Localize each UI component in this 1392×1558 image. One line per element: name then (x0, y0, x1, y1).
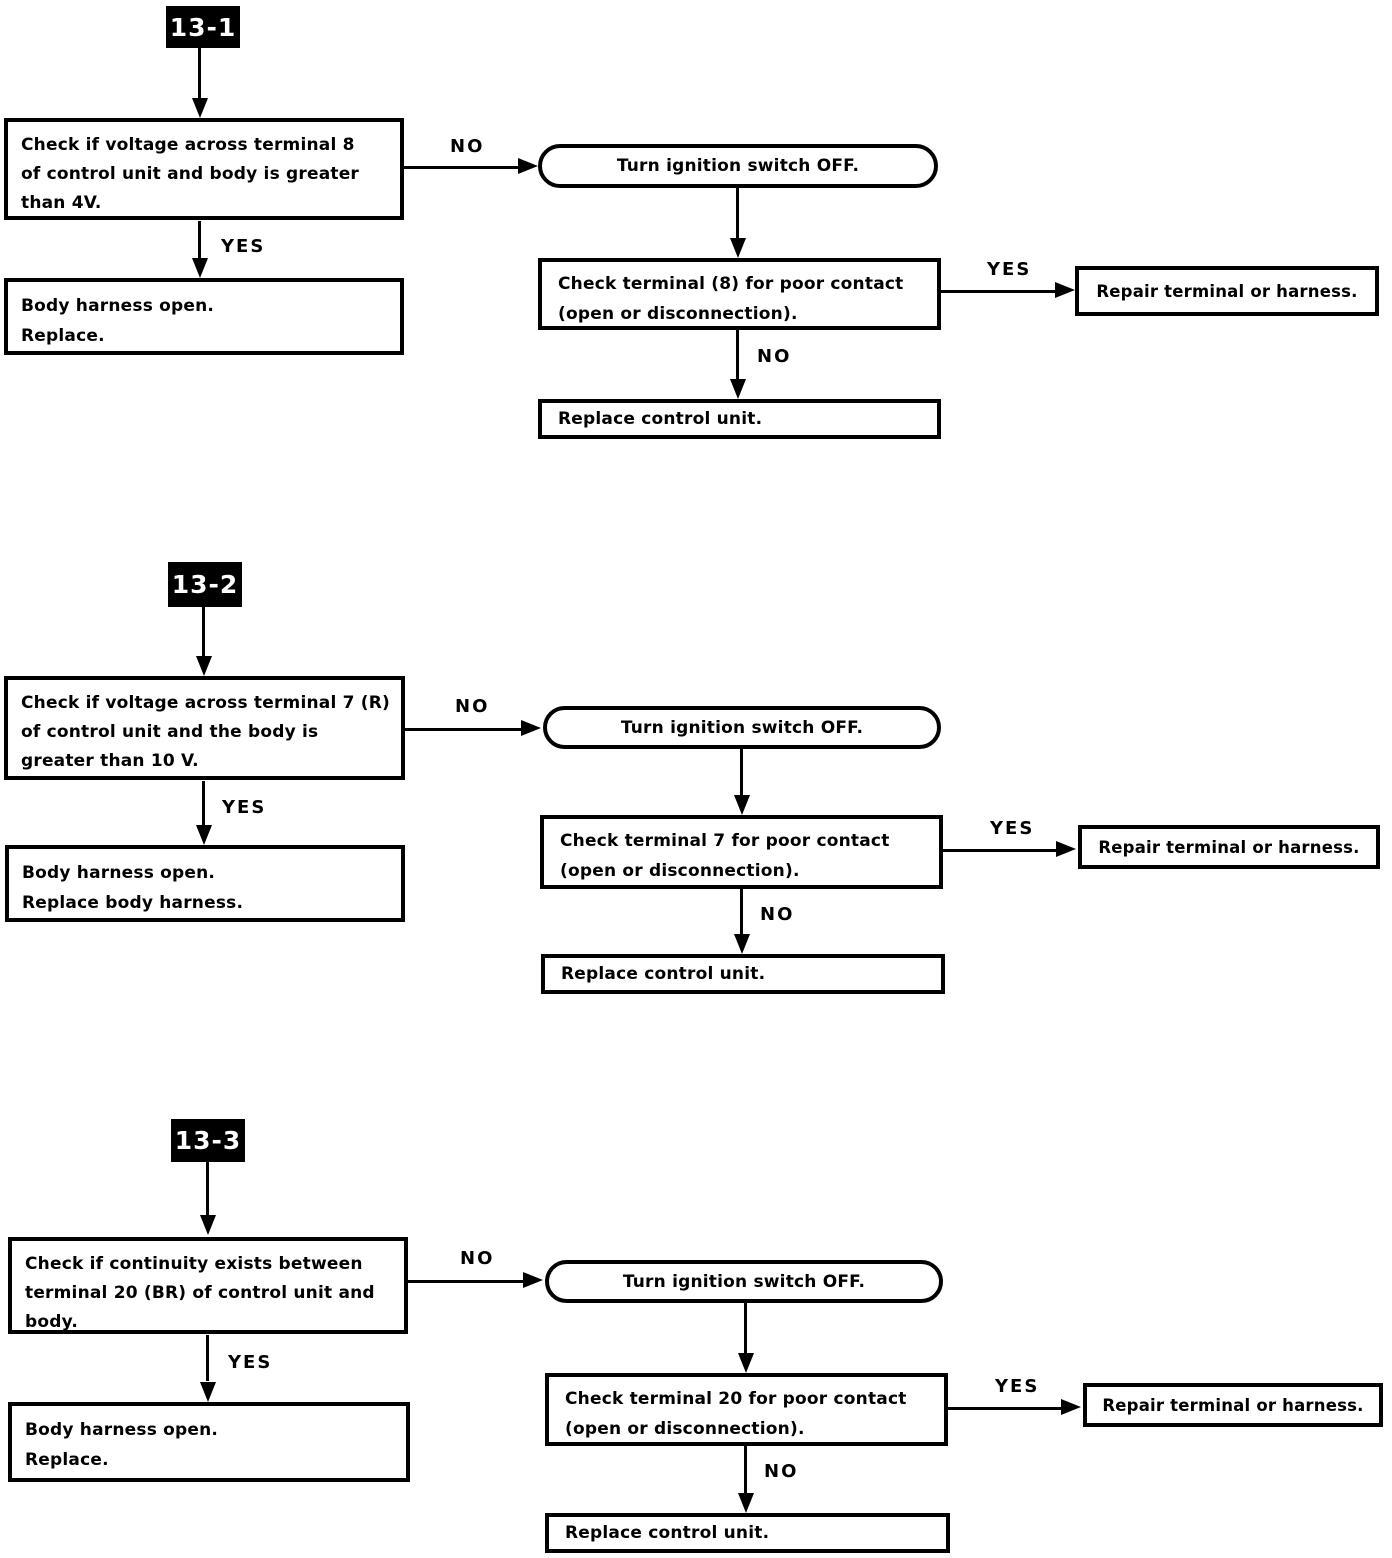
connector-line (948, 1407, 1063, 1410)
arrow-down-icon (200, 1382, 216, 1402)
check-box-line: Check if voltage across terminal 8 (21, 135, 355, 155)
check-box: Check if voltage across terminal 8 of co… (4, 118, 404, 220)
check-box-line: Check if voltage across terminal 7 (R) (21, 693, 390, 713)
connector-line (740, 749, 743, 795)
replace-box: Replace control unit. (538, 399, 941, 439)
result-box-line: Replace. (25, 1450, 109, 1470)
terminal-check-box: Check terminal (8) for poor contact (ope… (538, 258, 941, 330)
arrow-down-icon (738, 1353, 754, 1373)
repair-box: Repair terminal or harness. (1083, 1383, 1383, 1427)
repair-box: Repair terminal or harness. (1075, 266, 1379, 316)
result-box-line: Replace. (21, 326, 105, 346)
check-box: Check if continuity exists between termi… (8, 1237, 408, 1334)
terminal-check-line: (open or disconnection). (558, 304, 798, 324)
terminal-check-box: Check terminal 7 for poor contact (open … (540, 815, 943, 889)
connector-line (206, 1335, 209, 1381)
action-stadium: Turn ignition switch OFF. (545, 1260, 943, 1303)
arrow-down-icon (192, 98, 208, 118)
check-box-line: of control unit and the body is (21, 722, 319, 742)
connector-line (404, 166, 522, 169)
check-box-line: Check if continuity exists between (25, 1254, 363, 1274)
connector-line (744, 1303, 747, 1353)
section-label: 13-3 (171, 1119, 245, 1162)
result-box: Body harness open. Replace. (4, 278, 404, 355)
terminal-check-box: Check terminal 20 for poor contact (open… (545, 1373, 948, 1446)
connector-line (198, 48, 201, 100)
no-label: NO (757, 346, 792, 367)
connector-line (202, 607, 205, 657)
arrow-down-icon (196, 656, 212, 676)
check-box-line: of control unit and body is greater (21, 164, 360, 184)
section-label: 13-2 (168, 562, 242, 607)
result-box-line: Body harness open. (21, 296, 215, 316)
arrow-down-icon (730, 238, 746, 258)
no-label: NO (460, 1248, 495, 1269)
check-box-line: terminal 20 (BR) of control unit and (25, 1283, 375, 1303)
connector-line (198, 221, 201, 261)
no-label: NO (764, 1461, 799, 1482)
result-box: Body harness open. Replace body harness. (5, 845, 405, 922)
terminal-check-line: (open or disconnection). (560, 861, 800, 881)
action-stadium: Turn ignition switch OFF. (543, 706, 941, 749)
terminal-check-line: (open or disconnection). (565, 1419, 805, 1439)
arrow-down-icon (734, 795, 750, 815)
result-box: Body harness open. Replace. (8, 1402, 410, 1482)
arrow-right-icon (1056, 841, 1076, 857)
replace-box: Replace control unit. (541, 954, 945, 994)
terminal-check-line: Check terminal 7 for poor contact (560, 831, 890, 851)
arrow-right-icon (521, 720, 541, 736)
section-label: 13-1 (166, 6, 240, 48)
replace-box: Replace control unit. (545, 1513, 950, 1553)
result-box-line: Body harness open. (22, 863, 216, 883)
connector-line (744, 1446, 747, 1493)
repair-box: Repair terminal or harness. (1078, 825, 1380, 869)
connector-line (943, 849, 1058, 852)
yes-label: YES (990, 818, 1035, 839)
connector-line (405, 728, 523, 731)
result-box-line: Replace body harness. (22, 893, 244, 913)
arrow-down-icon (200, 1215, 216, 1235)
no-label: NO (455, 696, 490, 717)
connector-line (740, 889, 743, 935)
connector-line (736, 330, 739, 380)
arrow-right-icon (1055, 282, 1075, 298)
arrow-right-icon (518, 158, 538, 174)
connector-line (206, 1162, 209, 1215)
arrow-down-icon (192, 258, 208, 278)
yes-label: YES (228, 1352, 273, 1373)
arrow-right-icon (1061, 1399, 1081, 1415)
connector-line (736, 188, 739, 240)
check-box-line: greater than 10 V. (21, 751, 199, 771)
arrow-down-icon (738, 1493, 754, 1513)
check-box: Check if voltage across terminal 7 (R) o… (4, 676, 405, 780)
no-label: NO (450, 136, 485, 157)
arrow-down-icon (734, 934, 750, 954)
yes-label: YES (222, 797, 267, 818)
connector-line (202, 781, 205, 825)
terminal-check-line: Check terminal 20 for poor contact (565, 1389, 907, 1409)
result-box-line: Body harness open. (25, 1420, 219, 1440)
arrow-down-icon (196, 825, 212, 845)
yes-label: YES (221, 236, 266, 257)
terminal-check-line: Check terminal (8) for poor contact (558, 274, 904, 294)
check-box-line: than 4V. (21, 193, 102, 213)
arrow-down-icon (730, 379, 746, 399)
no-label: NO (760, 904, 795, 925)
connector-line (941, 290, 1057, 293)
action-stadium: Turn ignition switch OFF. (538, 144, 938, 188)
yes-label: YES (987, 259, 1032, 280)
check-box-line: body. (25, 1312, 78, 1332)
arrow-right-icon (523, 1272, 543, 1288)
yes-label: YES (995, 1376, 1040, 1397)
connector-line (408, 1280, 525, 1283)
